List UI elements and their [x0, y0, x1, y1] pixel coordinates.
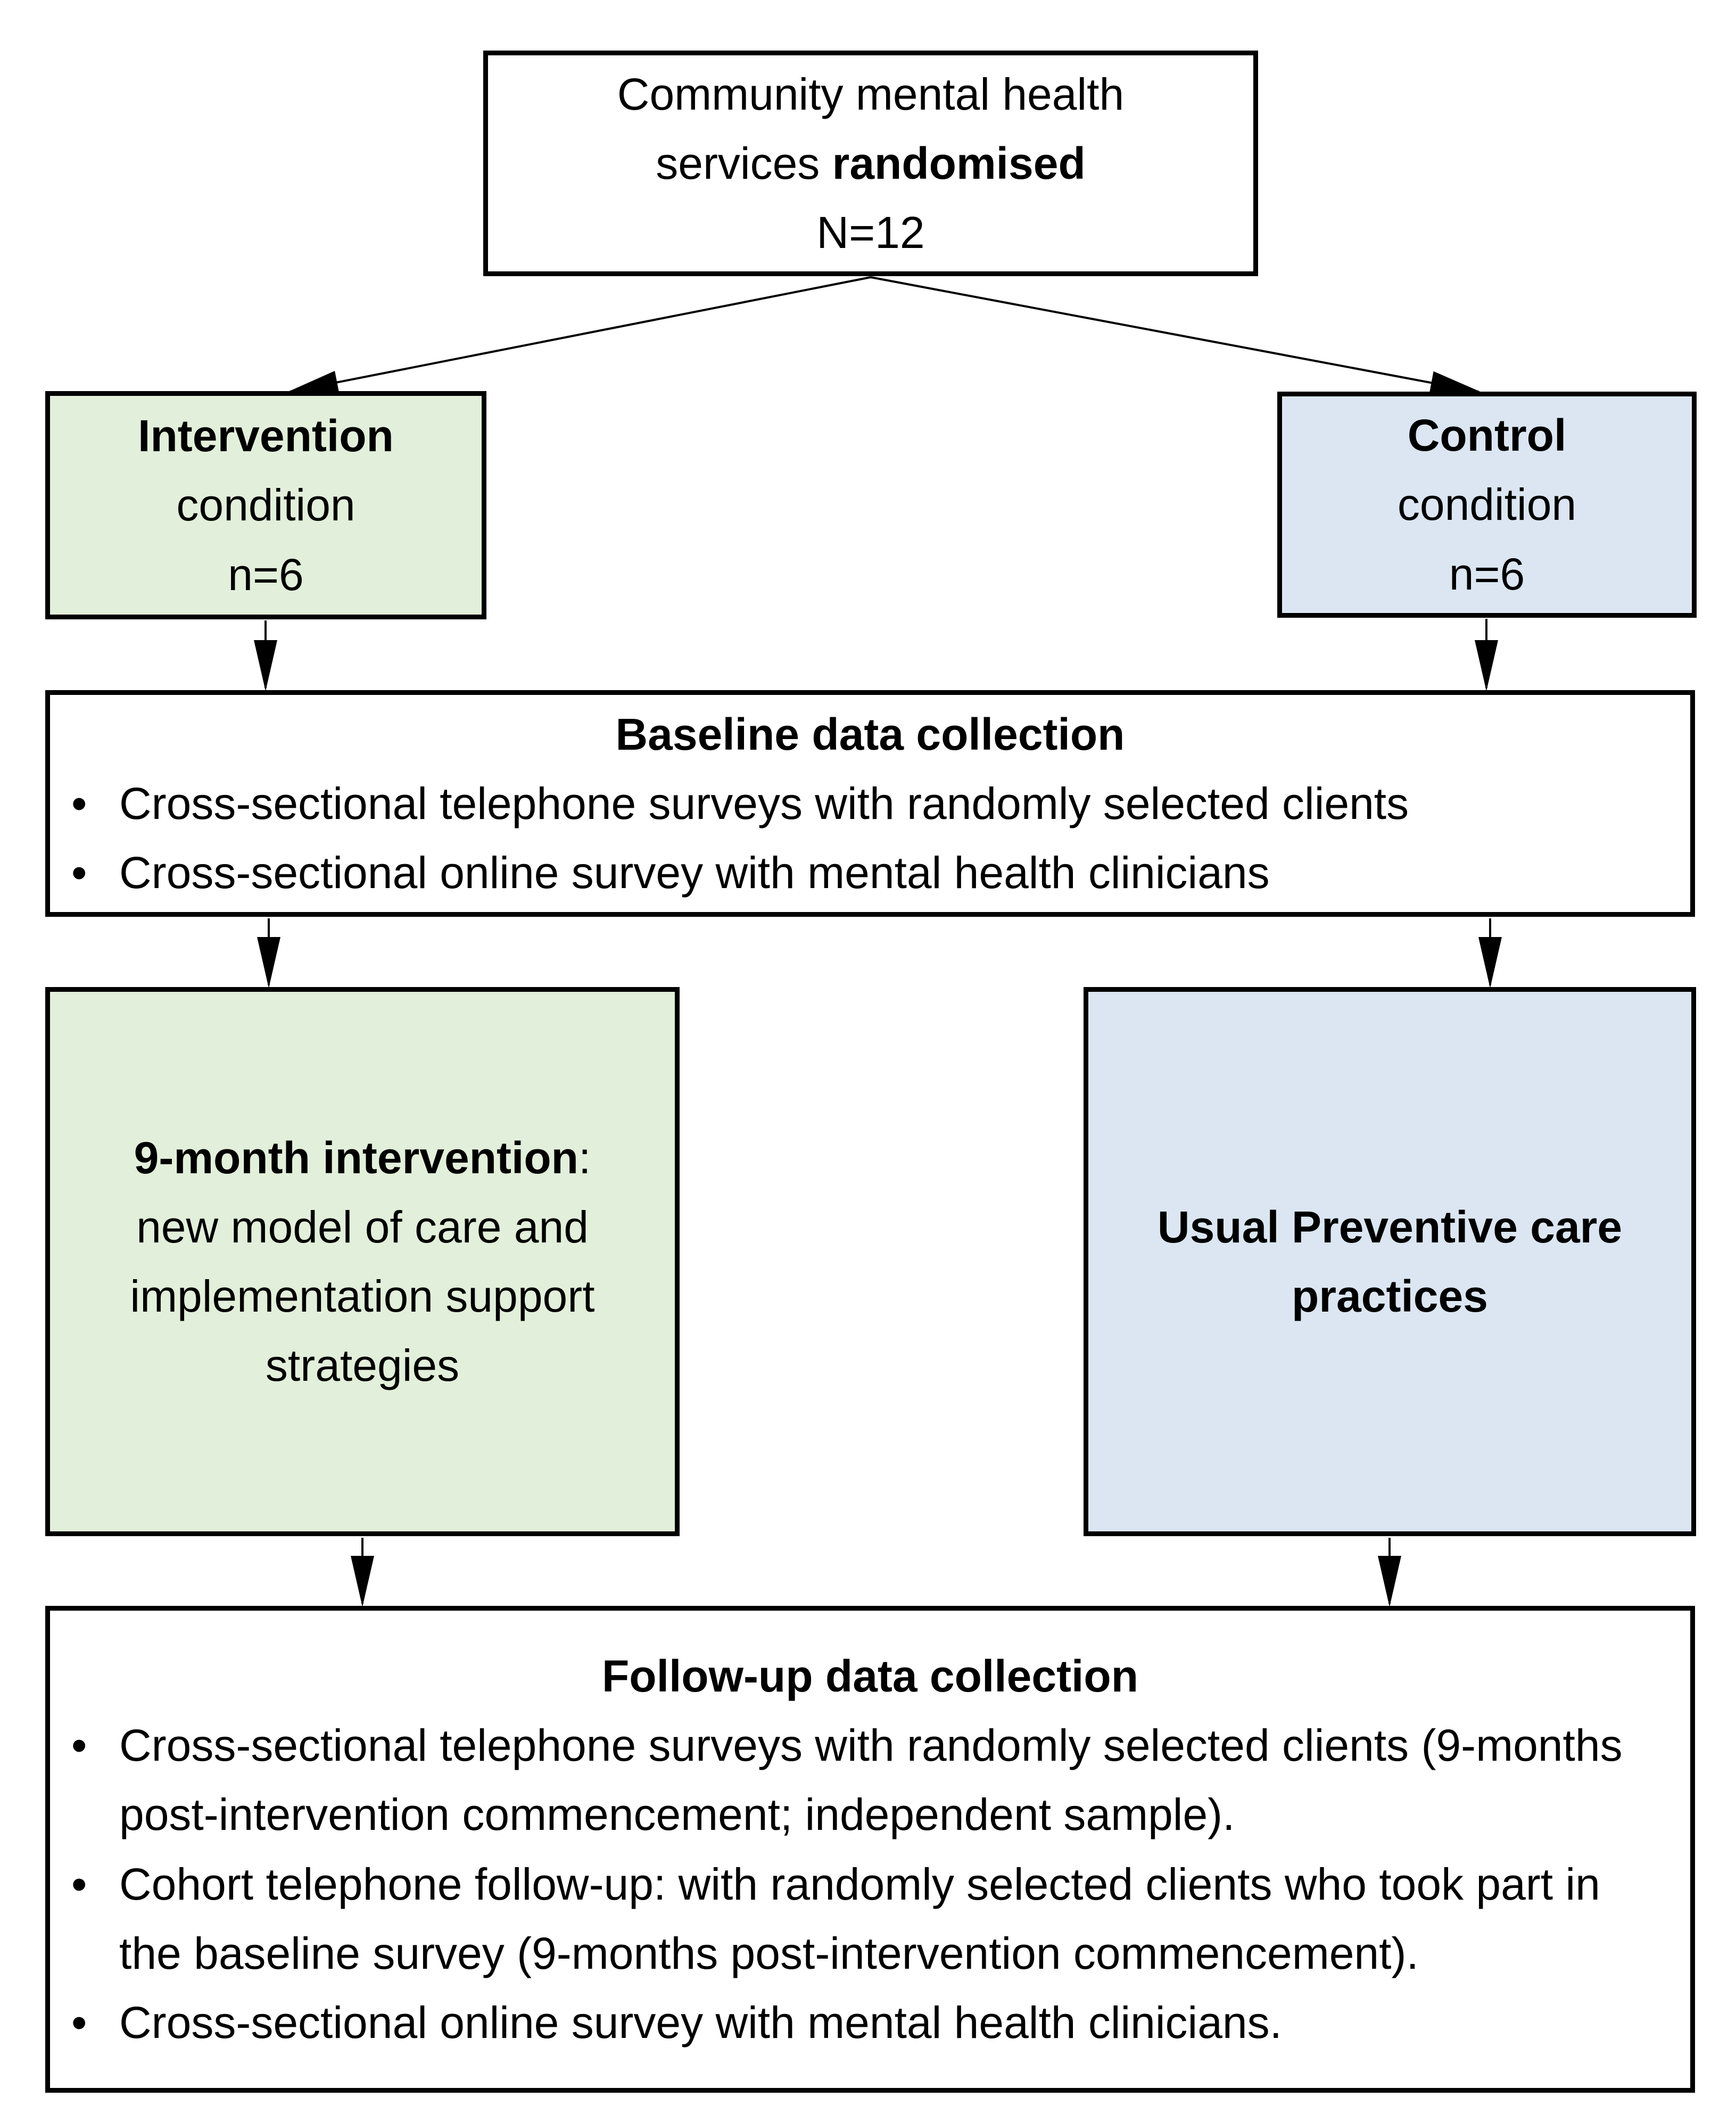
baseline-bullet-1-text: Cross-sectional telephone surveys with r… — [119, 778, 1409, 828]
intervention-arm-title-line: 9-month intervention: — [134, 1123, 591, 1192]
randomised-line-2-prefix: services — [656, 138, 832, 188]
randomised-box: Community mental health services randomi… — [483, 51, 1258, 276]
usual-care-arm-box: Usual Preventive care practices — [1084, 987, 1696, 1536]
followup-bullet-1-text: Cross-sectional telephone surveys with r… — [119, 1720, 1623, 1840]
control-condition-box: Control condition n=6 — [1277, 392, 1697, 618]
randomised-line-2-bold: randomised — [832, 138, 1086, 188]
followup-bullet-3-text: Cross-sectional online survey with menta… — [119, 1997, 1282, 2048]
control-condition-count: n=6 — [1449, 549, 1525, 599]
baseline-title: Baseline data collection — [615, 709, 1125, 759]
usual-care-line-1: Usual Preventive care — [1157, 1201, 1623, 1252]
intervention-condition-title: Intervention — [138, 411, 394, 461]
baseline-bullet-2: Cross-sectional online survey with menta… — [50, 838, 1690, 907]
bullet-dot — [71, 769, 119, 838]
followup-bullet-list: Cross-sectional telephone surveys with r… — [50, 1711, 1690, 2057]
randomised-line-1: Community mental health — [617, 69, 1125, 119]
intervention-arm-box: 9-month intervention: new model of care … — [45, 987, 680, 1536]
randomised-count: N=12 — [816, 208, 925, 258]
control-condition-line-2: condition — [1397, 479, 1577, 530]
intervention-arm-line-3: implementation support — [130, 1271, 595, 1321]
baseline-data-collection-box: Baseline data collection Cross-sectional… — [45, 690, 1695, 917]
baseline-bullet-1: Cross-sectional telephone surveys with r… — [50, 769, 1690, 838]
intervention-arm-line-4: strategies — [265, 1340, 460, 1391]
intervention-arm-title: 9-month intervention — [134, 1132, 578, 1183]
followup-bullet-3: Cross-sectional online survey with menta… — [50, 1988, 1690, 2057]
intervention-condition-line-2: condition — [176, 480, 356, 530]
followup-bullet-1: Cross-sectional telephone surveys with r… — [50, 1711, 1690, 1849]
bullet-dot — [71, 1711, 119, 1780]
baseline-bullet-list: Cross-sectional telephone surveys with r… — [50, 769, 1690, 907]
intervention-condition-count: n=6 — [228, 549, 304, 600]
bullet-dot — [71, 838, 119, 907]
followup-title: Follow-up data collection — [602, 1651, 1138, 1701]
intervention-arm-line-2: new model of care and — [136, 1201, 589, 1252]
bullet-dot — [71, 1850, 119, 1919]
followup-bullet-2: Cohort telephone follow-up: with randoml… — [50, 1850, 1690, 1988]
bullet-dot — [71, 1988, 119, 2057]
followup-bullet-2-text: Cohort telephone follow-up: with randoml… — [119, 1859, 1600, 1978]
arrow-randomised-to-intervention — [287, 276, 871, 394]
followup-data-collection-box: Follow-up data collection Cross-sectiona… — [45, 1606, 1695, 2093]
arrow-randomised-to-control — [870, 276, 1482, 394]
baseline-bullet-2-text: Cross-sectional online survey with menta… — [119, 848, 1270, 898]
intervention-condition-box: Intervention condition n=6 — [45, 391, 486, 619]
intervention-arm-title-suffix: : — [578, 1132, 591, 1183]
control-condition-title: Control — [1407, 410, 1567, 461]
usual-care-line-2: practices — [1292, 1271, 1488, 1321]
randomised-line-2: services randomised — [656, 129, 1086, 198]
